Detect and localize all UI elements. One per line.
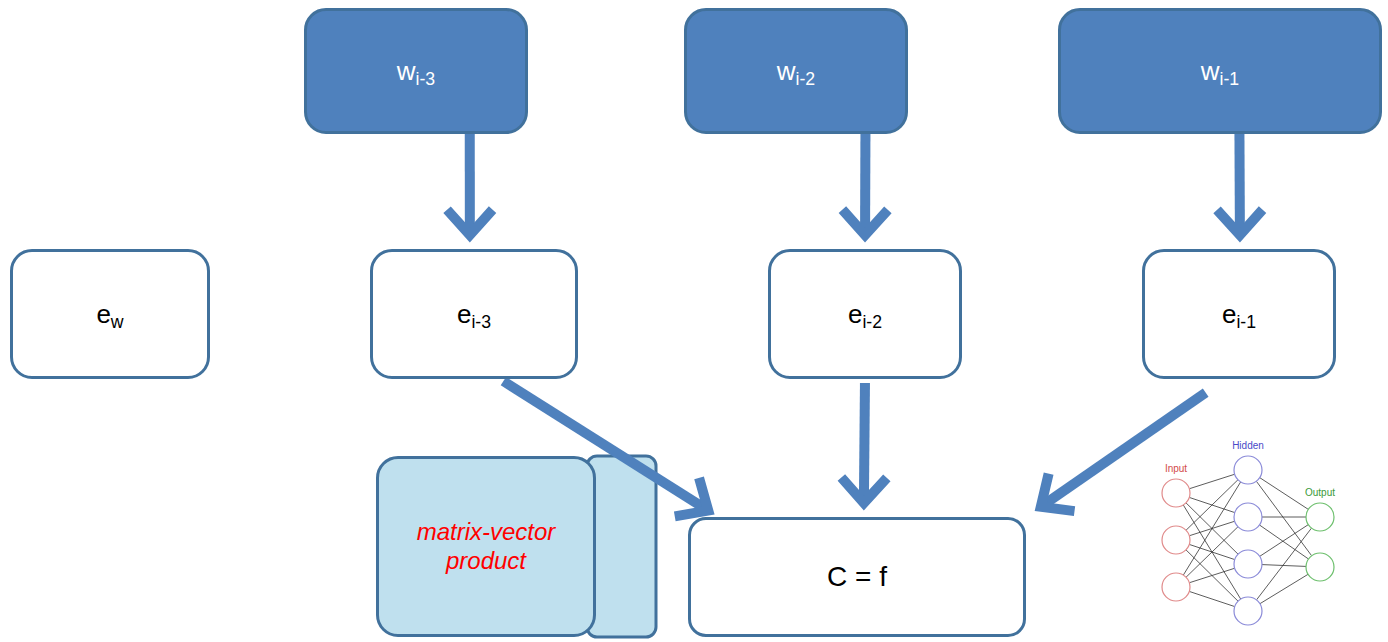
vector-shape: [587, 456, 656, 637]
node-label: w: [777, 56, 796, 86]
layer-label: Hidden: [1232, 441, 1264, 451]
subscript: i-3: [416, 69, 436, 89]
network-wire: [1183, 505, 1240, 599]
network-wire: [1260, 574, 1308, 603]
network-wire: [1189, 568, 1234, 582]
subscript: i-2: [862, 312, 882, 332]
network-neuron: [1306, 503, 1334, 531]
node-label: e: [457, 299, 471, 329]
word-box: wi-1: [1058, 8, 1382, 134]
network-neuron: [1234, 503, 1262, 531]
arrow-shaft: [465, 134, 475, 233]
node-label: w: [397, 56, 416, 86]
subscript: i-1: [1220, 69, 1240, 89]
neural-network-icon: [1162, 456, 1334, 625]
matrix-shape: matrix-vector product: [376, 456, 596, 637]
subscript: i-3: [471, 312, 491, 332]
network-wire: [1183, 482, 1240, 575]
network-neuron: [1234, 597, 1262, 625]
embedding-box: ew: [10, 249, 210, 379]
network-wire: [1262, 565, 1306, 567]
node-label: w: [1201, 56, 1220, 86]
arrow-connector: [447, 134, 493, 235]
network-wire: [1189, 591, 1234, 606]
arrow-head: [1217, 210, 1263, 235]
node-label: e: [1222, 299, 1236, 329]
arrow-shaft: [1234, 134, 1244, 233]
node-text: ei-1: [1222, 299, 1256, 330]
node-label: e: [848, 299, 862, 329]
arrow-connector: [842, 134, 888, 235]
network-neuron: [1306, 553, 1334, 581]
arrow-connector: [1041, 393, 1206, 511]
embedding-box: ei-2: [768, 249, 962, 379]
arrow-connector: [841, 383, 886, 503]
node-text: ei-3: [457, 299, 491, 330]
node-text: ei-2: [848, 299, 882, 330]
arrow-head: [447, 210, 493, 235]
layer-label: Output: [1305, 488, 1335, 498]
network-wire: [1262, 517, 1306, 518]
node-text: matrix-vector product: [379, 518, 593, 576]
arrow-head: [675, 478, 709, 516]
node-text: wi-2: [777, 56, 815, 87]
node-label: matrix-vector product: [417, 518, 556, 574]
word-box: wi-2: [684, 8, 908, 134]
subscript: i-1: [1236, 312, 1256, 332]
node-label: C = f: [827, 561, 887, 592]
arrow-head: [1041, 474, 1075, 511]
embedding-box: ei-1: [1142, 249, 1336, 379]
embedding-box: ei-3: [370, 249, 578, 379]
node-text: wi-3: [397, 56, 435, 87]
network-wire: [1189, 474, 1234, 488]
node-text: C = f: [827, 561, 887, 593]
node-text: ew: [96, 299, 123, 330]
network-neuron: [1162, 573, 1190, 601]
network-neuron: [1162, 526, 1190, 554]
arrow-head: [841, 478, 886, 503]
network-wire: [1260, 525, 1309, 557]
word-box: wi-3: [304, 8, 528, 134]
network-wire: [1256, 481, 1311, 556]
node-text: wi-1: [1201, 56, 1239, 87]
network-wire: [1260, 478, 1309, 510]
arrow-connector: [1217, 134, 1263, 235]
network-neuron: [1162, 479, 1190, 507]
function-box: C = f: [688, 517, 1026, 637]
subscript: w: [111, 312, 124, 332]
layer-label: Input: [1165, 464, 1187, 474]
network-neuron: [1234, 456, 1262, 484]
subscript: i-2: [796, 69, 816, 89]
arrow-shaft: [1042, 393, 1205, 506]
arrow-shaft: [860, 134, 870, 233]
node-label: e: [96, 299, 110, 329]
arrow-head: [842, 210, 888, 235]
network-neuron: [1234, 550, 1262, 578]
arrow-shaft: [864, 383, 865, 501]
